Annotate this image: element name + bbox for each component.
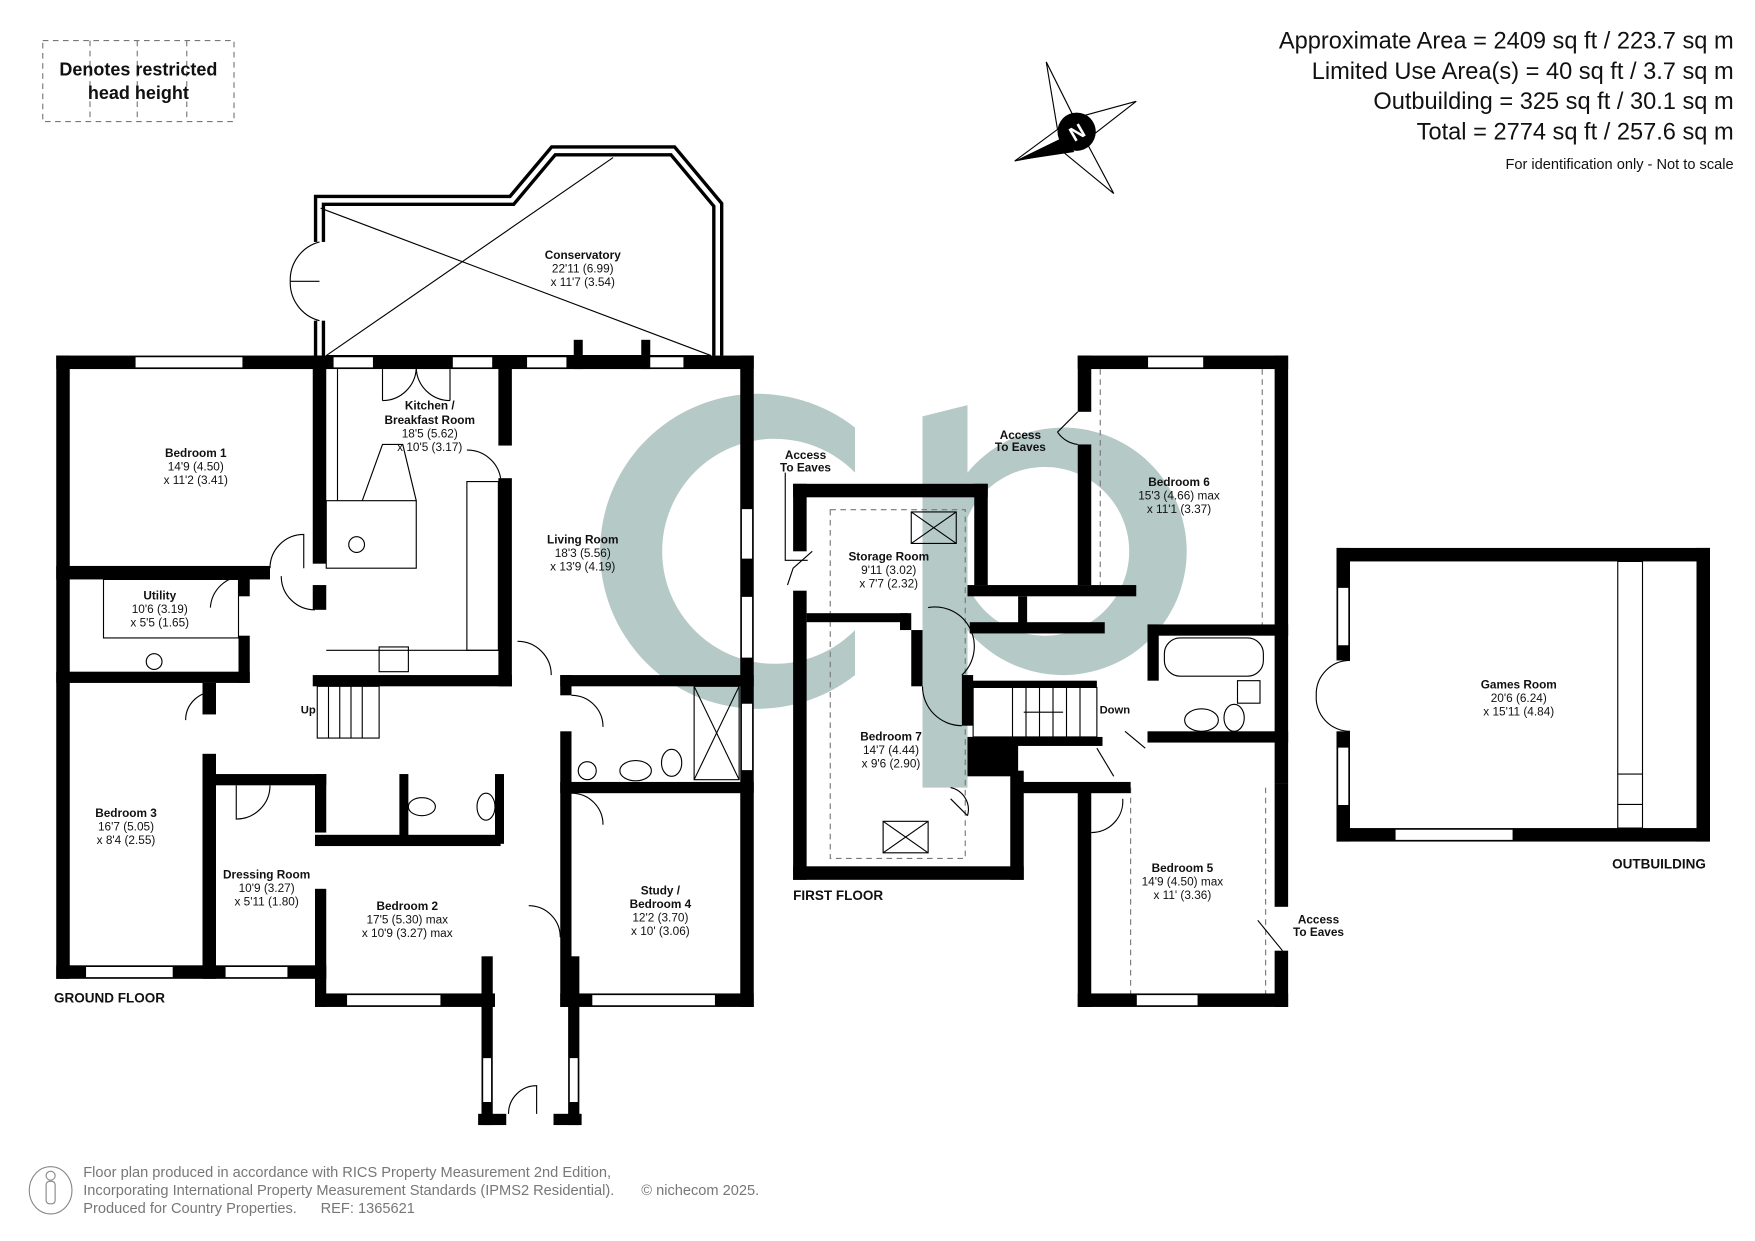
eaves-label: Access bbox=[1298, 913, 1340, 927]
room-dims: x 5'5 (1.65) bbox=[130, 616, 189, 630]
room-name: Bedroom 6 bbox=[1148, 475, 1210, 489]
room-bedroom-1: Bedroom 1 14'9 (4.50) x 11'2 (3.41) bbox=[164, 446, 228, 487]
room-dims: 9'11 (3.02) bbox=[861, 563, 916, 577]
room-name: Bedroom 7 bbox=[860, 729, 922, 743]
room-dims: x 11' (3.36) bbox=[1153, 888, 1211, 902]
room-dims: 15'3 (4.66) max bbox=[1138, 489, 1220, 503]
room-name: Games Room bbox=[1481, 678, 1557, 692]
room-dims: 18'5 (5.62) bbox=[402, 427, 458, 441]
room-dims: x 10'5 (3.17) bbox=[397, 440, 462, 454]
footer-line-2: Incorporating International Property Mea… bbox=[83, 1183, 614, 1199]
room-dims: x 13'9 (4.19) bbox=[550, 559, 615, 573]
compass-icon: N bbox=[1014, 61, 1137, 194]
room-name: Bedroom 2 bbox=[376, 899, 438, 913]
outbuilding-label: OUTBUILDING bbox=[1612, 857, 1706, 872]
eaves-label: To Eaves bbox=[780, 460, 831, 474]
room-dressing-room: Dressing Room 10'9 (3.27) x 5'11 (1.80) bbox=[223, 868, 310, 909]
footer-line-1: Floor plan produced in accordance with R… bbox=[83, 1165, 611, 1181]
room-bedroom-5: Bedroom 5 14'9 (4.50) max x 11' (3.36) bbox=[1142, 861, 1224, 902]
room-study-bedroom-4: Study / Bedroom 4 12'2 (3.70) x 10' (3.0… bbox=[630, 883, 692, 938]
legend-line-1: Denotes restricted bbox=[59, 59, 217, 79]
room-dims: x 11'1 (3.37) bbox=[1147, 502, 1211, 516]
ground-floor: Up Conservatory 22'11 (6.99) x 11'7 (3.5… bbox=[54, 145, 754, 1126]
room-name: Bedroom 5 bbox=[1152, 861, 1214, 875]
footer-copyright: © nichecom 2025. bbox=[641, 1183, 759, 1199]
first-floor: Down Storage Room 9'11 (3.02) x 7'7 bbox=[780, 355, 1344, 1007]
room-living-room: Living Room 18'3 (5.56) x 13'9 (4.19) bbox=[547, 532, 618, 573]
room-dims: 10'9 (3.27) bbox=[239, 881, 295, 895]
footer-ref: REF: 1365621 bbox=[321, 1201, 415, 1217]
room-dims: 22'11 (6.99) bbox=[552, 261, 614, 275]
conservatory-walls bbox=[289, 145, 724, 357]
room-bedroom-6: Bedroom 6 15'3 (4.66) max x 11'1 (3.37) bbox=[1138, 475, 1220, 516]
room-dims: 14'9 (4.50) max bbox=[1142, 874, 1224, 888]
room-dims: 16'7 (5.05) bbox=[98, 819, 154, 833]
room-dims: x 15'11 (4.84) bbox=[1483, 705, 1554, 719]
room-dims: 14'7 (4.44) bbox=[863, 743, 919, 757]
room-name: Bedroom 1 bbox=[165, 446, 227, 460]
room-name: Utility bbox=[143, 589, 176, 603]
room-dims: 14'9 (4.50) bbox=[168, 459, 224, 473]
ground-floor-label: GROUND FLOOR bbox=[54, 990, 165, 1005]
room-name: Storage Room bbox=[848, 549, 929, 563]
room-dims: 18'3 (5.56) bbox=[555, 546, 611, 560]
room-dims: x 8'4 (2.55) bbox=[97, 833, 156, 847]
area-summary: Approximate Area = 2409 sq ft / 223.7 sq… bbox=[1279, 28, 1734, 172]
eaves-label: Access bbox=[1000, 428, 1042, 442]
eaves-label: To Eaves bbox=[1293, 925, 1344, 939]
restricted-height-legend: Denotes restricted head height bbox=[42, 39, 235, 123]
eaves-label: To Eaves bbox=[995, 440, 1046, 454]
room-bedroom-3: Bedroom 3 16'7 (5.05) x 8'4 (2.55) bbox=[95, 806, 157, 847]
room-name: Living Room bbox=[547, 532, 618, 546]
room-name: Conservatory bbox=[545, 248, 621, 262]
room-dims: x 5'11 (1.80) bbox=[234, 895, 298, 909]
access-to-eaves-storage: Access To Eaves bbox=[780, 448, 831, 561]
access-to-eaves-bedroom-5: Access To Eaves bbox=[1293, 913, 1344, 939]
footer: Floor plan produced in accordance with R… bbox=[28, 1165, 759, 1217]
room-conservatory: Conservatory 22'11 (6.99) x 11'7 (3.54) bbox=[545, 248, 621, 289]
room-name: Study / bbox=[641, 883, 681, 897]
room-dims: 17'5 (5.30) max bbox=[366, 913, 448, 927]
outbuilding: Games Room 20'6 (6.24) x 15'11 (4.84) OU… bbox=[1315, 547, 1710, 872]
first-stairs: Down bbox=[967, 680, 1131, 746]
room-name: Bedroom 4 bbox=[630, 897, 692, 911]
room-dims: x 9'6 (2.90) bbox=[862, 756, 921, 770]
first-floor-label: FIRST FLOOR bbox=[793, 888, 883, 903]
outbuilding-area: Outbuilding = 325 sq ft / 30.1 sq m bbox=[1373, 89, 1733, 115]
room-bedroom-7: Bedroom 7 14'7 (4.44) x 9'6 (2.90) bbox=[860, 729, 922, 770]
room-dims: 20'6 (6.24) bbox=[1491, 691, 1547, 705]
total-area: Total = 2774 sq ft / 257.6 sq m bbox=[1417, 120, 1734, 146]
legend-line-2: head height bbox=[88, 83, 189, 103]
person-icon bbox=[28, 1166, 73, 1215]
disclaimer: For identification only - Not to scale bbox=[1505, 157, 1733, 173]
room-dims: x 10'9 (3.27) max bbox=[362, 926, 453, 940]
stairs-up-label: Up bbox=[301, 704, 316, 716]
room-utility: Utility 10'6 (3.19) x 5'5 (1.65) bbox=[130, 589, 189, 630]
eaves-label: Access bbox=[785, 448, 827, 462]
limited-use-area: Limited Use Area(s) = 40 sq ft / 3.7 sq … bbox=[1312, 59, 1734, 85]
room-name: Kitchen / bbox=[405, 399, 456, 413]
ground-stairs: Up bbox=[301, 685, 380, 739]
access-to-eaves-bedroom-6: Access To Eaves bbox=[995, 428, 1046, 454]
room-name: Breakfast Room bbox=[385, 413, 475, 427]
room-storage-room: Storage Room 9'11 (3.02) x 7'7 (2.32) bbox=[848, 549, 929, 590]
watermark-logo bbox=[600, 393, 1187, 788]
room-kitchen: Kitchen / Breakfast Room 18'5 (5.62) x 1… bbox=[385, 399, 475, 455]
footer-line-3: Produced for Country Properties. bbox=[83, 1201, 297, 1217]
room-dims: x 11'7 (3.54) bbox=[551, 275, 615, 289]
stairs-down-label: Down bbox=[1100, 704, 1131, 716]
room-games-room: Games Room 20'6 (6.24) x 15'11 (4.84) bbox=[1481, 678, 1557, 719]
approximate-area: Approximate Area = 2409 sq ft / 223.7 sq… bbox=[1279, 28, 1734, 54]
room-dims: 10'6 (3.19) bbox=[132, 602, 188, 616]
room-dims: x 7'7 (2.32) bbox=[859, 576, 918, 590]
room-bedroom-2: Bedroom 2 17'5 (5.30) max x 10'9 (3.27) … bbox=[362, 899, 453, 940]
room-dims: x 10' (3.06) bbox=[631, 924, 690, 938]
room-name: Dressing Room bbox=[223, 868, 310, 882]
room-dims: x 11'2 (3.41) bbox=[164, 473, 228, 487]
room-dims: 12'2 (3.70) bbox=[632, 910, 688, 924]
room-name: Bedroom 3 bbox=[95, 806, 157, 820]
